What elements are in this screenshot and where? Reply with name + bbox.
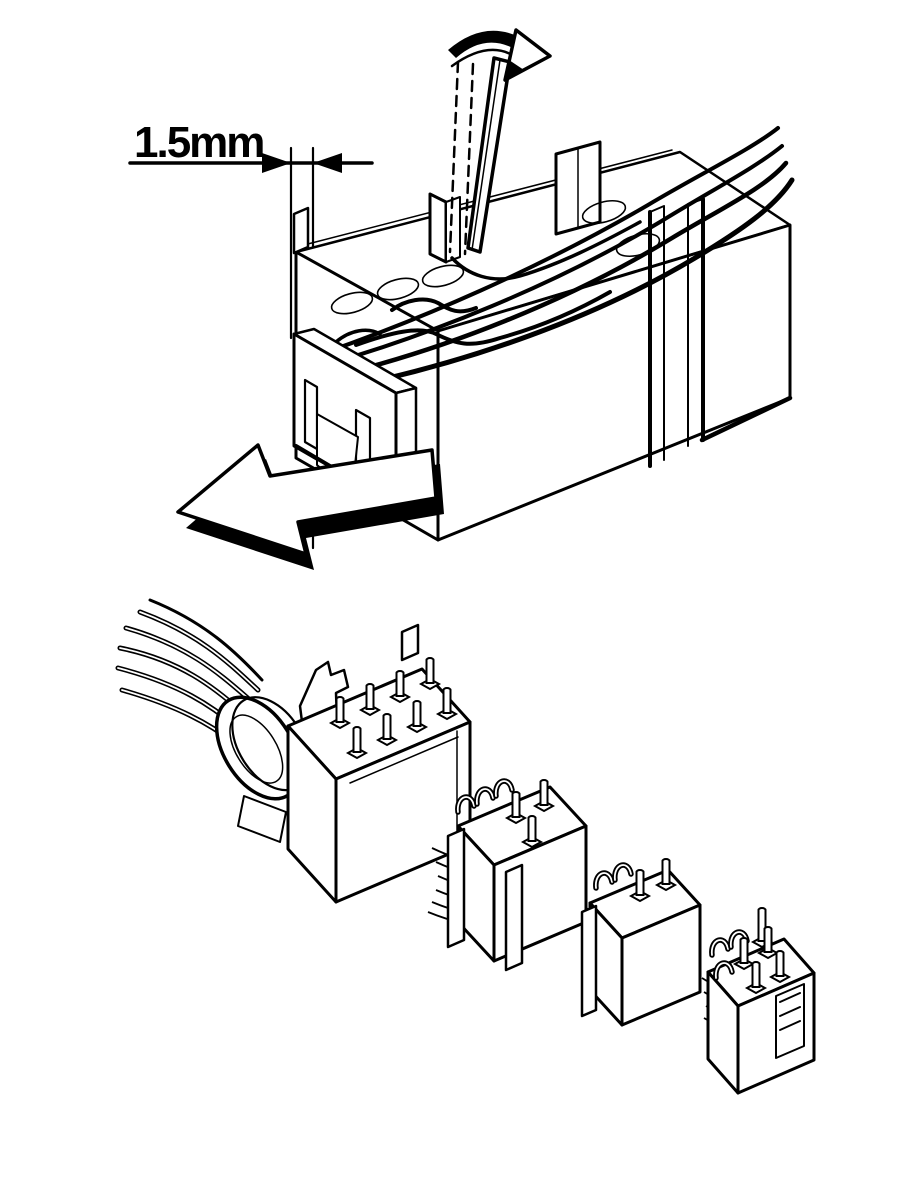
grommet bbox=[214, 695, 311, 843]
connector-2-latch-plate bbox=[446, 827, 466, 949]
lower-figure bbox=[115, 598, 816, 1095]
connector-2-mid-plate bbox=[504, 863, 524, 972]
dimension-arrow-right-icon bbox=[262, 153, 291, 173]
connector-3-latch-plate bbox=[580, 904, 598, 1018]
connector-1-side bbox=[286, 724, 338, 904]
screwdriver-ghost bbox=[448, 60, 475, 256]
screwdriver bbox=[466, 56, 512, 254]
partition-walls bbox=[648, 197, 705, 468]
secondary-lock-slot-left bbox=[303, 378, 319, 451]
dimension-annotation: 1.5mm bbox=[128, 118, 374, 550]
connector-4-side bbox=[706, 970, 740, 1095]
wire-bundle bbox=[316, 126, 795, 391]
pry-rotate-arrow-icon bbox=[448, 28, 552, 82]
connector-4 bbox=[706, 907, 816, 1095]
tool-slot-tower bbox=[428, 192, 448, 264]
connector-1 bbox=[286, 623, 472, 904]
housing-bottom-edge bbox=[699, 395, 793, 443]
dimension-label: 1.5mm bbox=[134, 118, 263, 167]
connector-4-socket bbox=[775, 983, 805, 1059]
connector-2 bbox=[446, 780, 588, 972]
dimension-arrow-left-icon bbox=[313, 153, 342, 173]
grommet-foot bbox=[237, 795, 287, 843]
pull-direction-arrow-icon bbox=[176, 443, 444, 570]
connector-3 bbox=[580, 858, 702, 1027]
tool-slot-tower-side bbox=[445, 196, 461, 263]
upper-figure: 1.5mm bbox=[128, 28, 795, 570]
connector-3-wire-loops bbox=[596, 865, 631, 888]
connector-1-back-tab bbox=[400, 623, 420, 662]
housing-back-tab bbox=[292, 206, 310, 255]
